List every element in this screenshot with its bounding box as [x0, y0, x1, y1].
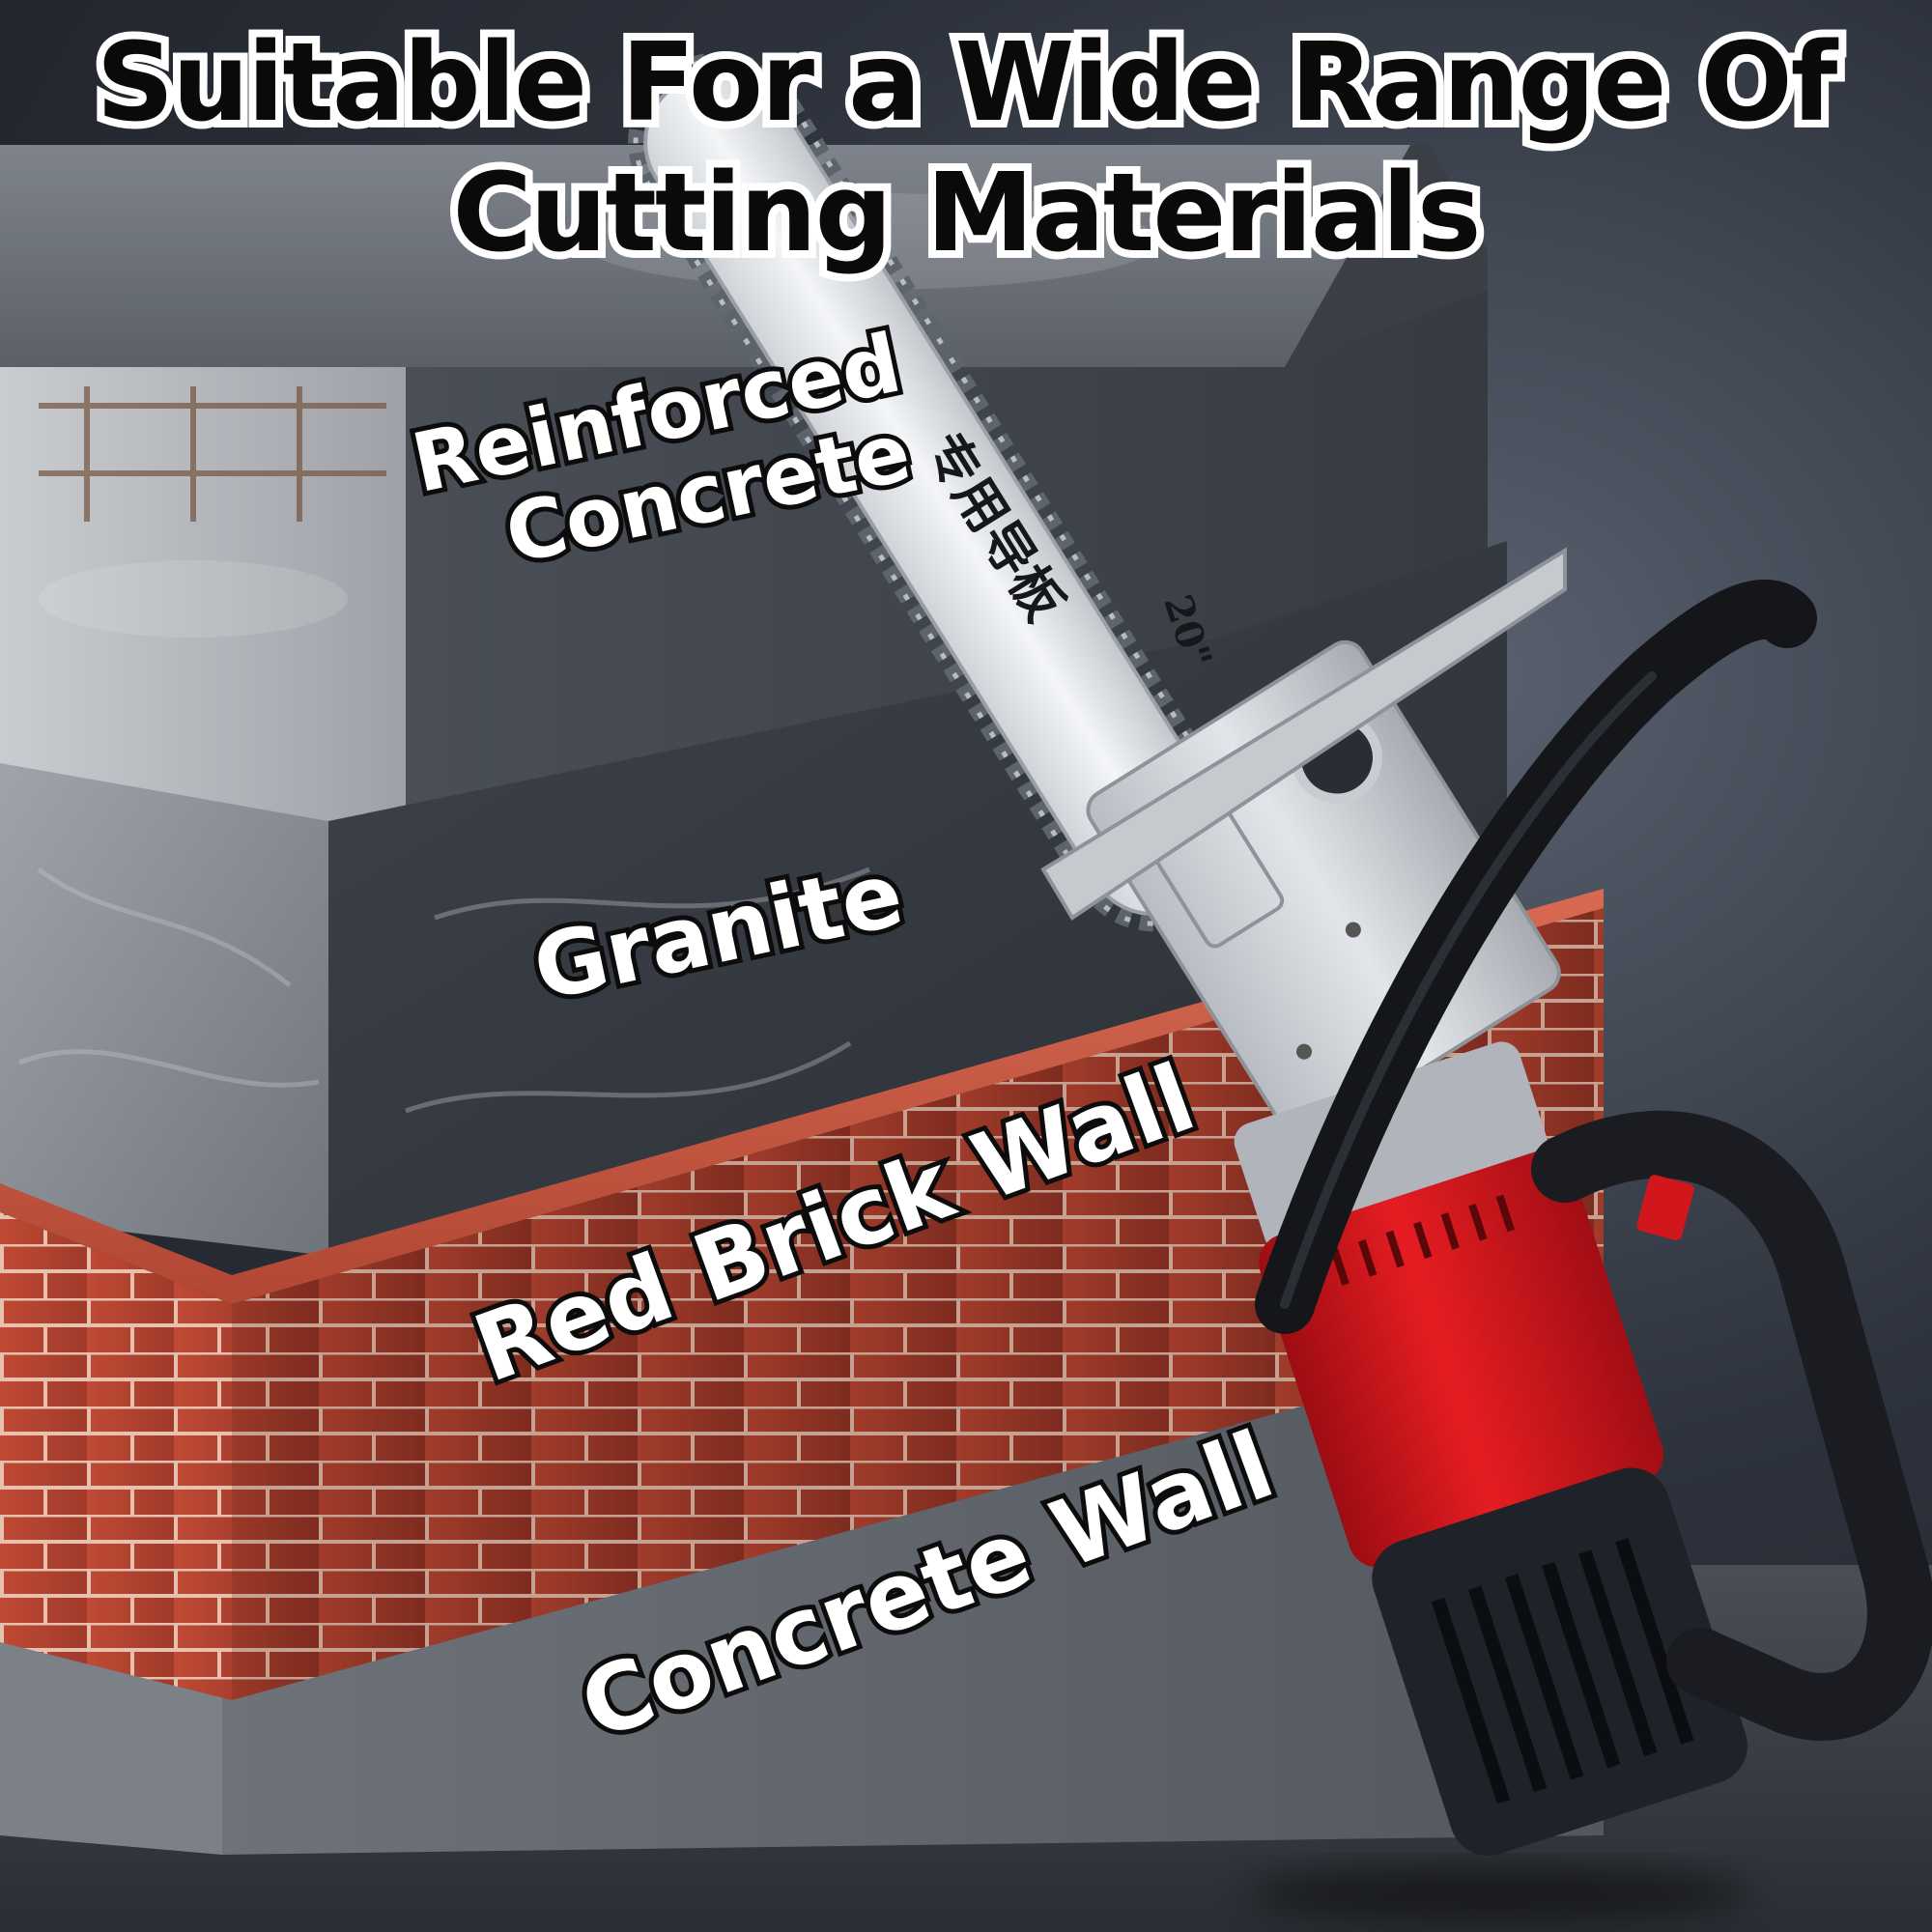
headline-line-1: Suitable For a Wide Range Of [89, 20, 1846, 146]
red-brick-wall-block [0, 889, 1604, 1700]
chainsaw [628, 51, 1932, 1922]
reinforced-concrete-block [0, 145, 1488, 821]
headline-line-2: Cutting Materials [444, 151, 1489, 276]
